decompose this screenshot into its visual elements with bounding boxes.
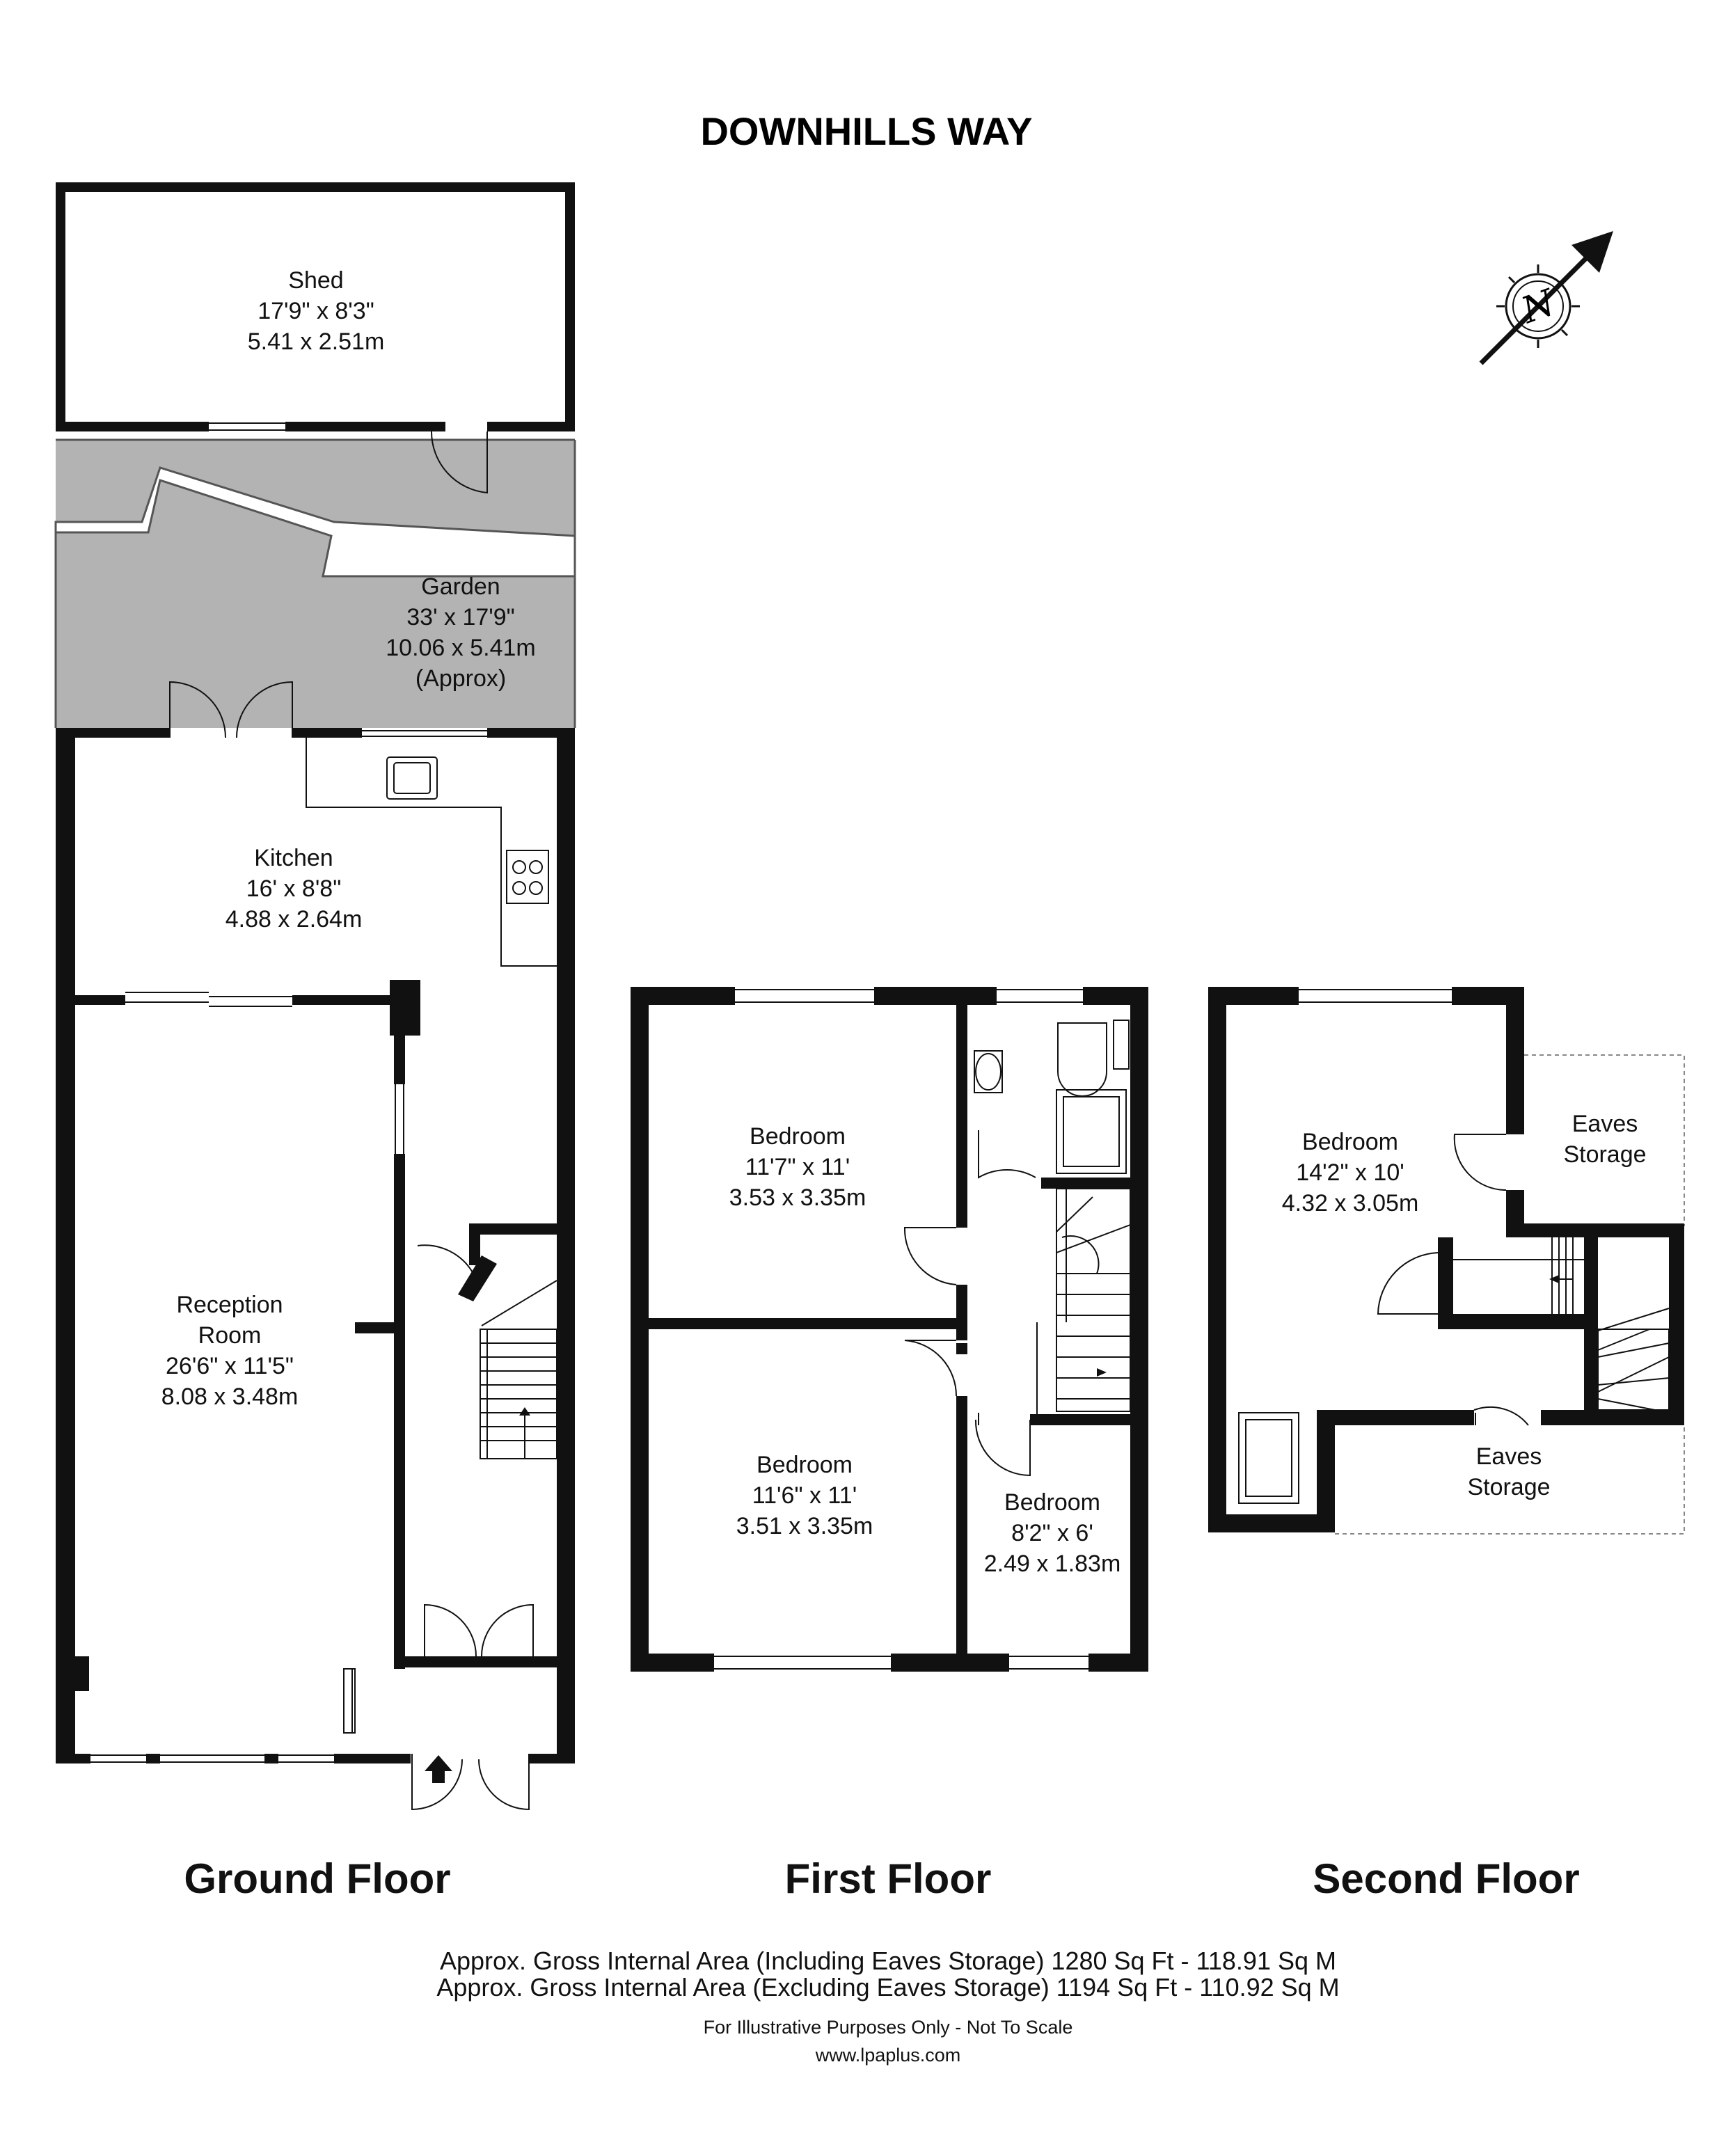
first-floor-plan: Bedroom 11'7" x 11' 3.53 x 3.35m Bedroom…	[631, 987, 1148, 1902]
ff-bedroom1-metric: 3.53 x 3.35m	[729, 1184, 866, 1211]
reception-metric: 8.08 x 3.48m	[161, 1384, 299, 1410]
ff-bedroom3-imperial: 8'2" x 6'	[1011, 1520, 1093, 1546]
plan-title: DOWNHILLS WAY	[700, 109, 1032, 153]
ground-floor-label: Ground Floor	[184, 1855, 450, 1902]
sf-bedroom-metric: 4.32 x 3.05m	[1282, 1190, 1419, 1216]
area-including-eaves: Approx. Gross Internal Area (Including E…	[440, 1947, 1336, 1975]
sf-bedroom-imperial: 14'2" x 10'	[1296, 1159, 1404, 1186]
sf-eaves1-line2: Storage	[1563, 1141, 1646, 1168]
sf-eaves1-line1: Eaves	[1572, 1111, 1638, 1137]
ground-floor-plan: Shed 17'9" x 8'3" 5.41 x 2.51m Garden 33…	[54, 182, 576, 1902]
kitchen-metric: 4.88 x 2.64m	[225, 906, 363, 933]
ff-bedroom2-metric: 3.51 x 3.35m	[736, 1513, 873, 1539]
shed-imperial: 17'9" x 8'3"	[258, 298, 374, 324]
garden-area	[56, 440, 575, 728]
garden-name: Garden	[421, 573, 500, 600]
ff-bedroom3-name: Bedroom	[1004, 1489, 1100, 1516]
ff-bedroom2-imperial: 11'6" x 11'	[752, 1482, 857, 1509]
garden-note: (Approx)	[415, 665, 506, 692]
sf-eaves2-line2: Storage	[1467, 1474, 1550, 1500]
ff-bedroom2-name: Bedroom	[757, 1452, 853, 1478]
area-excluding-eaves: Approx. Gross Internal Area (Excluding E…	[436, 1973, 1339, 2002]
ff-bedroom1-name: Bedroom	[750, 1123, 846, 1150]
sf-bedroom-name: Bedroom	[1302, 1129, 1398, 1155]
shed-name: Shed	[288, 267, 343, 294]
shed-metric: 5.41 x 2.51m	[248, 328, 385, 355]
first-floor-label: First Floor	[785, 1855, 992, 1902]
garden-metric: 10.06 x 5.41m	[386, 635, 535, 661]
kitchen-imperial: 16' x 8'8"	[246, 875, 342, 902]
reception-name-2: Room	[198, 1322, 262, 1349]
second-floor-label: Second Floor	[1313, 1855, 1579, 1902]
website-link[interactable]: www.lpaplus.com	[815, 2045, 961, 2066]
kitchen-name: Kitchen	[254, 845, 333, 871]
reception-imperial: 26'6" x 11'5"	[166, 1353, 294, 1379]
sf-eaves2-line1: Eaves	[1476, 1443, 1542, 1470]
entrance-arrow-icon	[425, 1755, 452, 1783]
shed-door	[430, 431, 488, 494]
north-arrow-icon: N	[1479, 231, 1613, 365]
garden-imperial: 33' x 17'9"	[406, 604, 515, 631]
ff-bedroom3-metric: 2.49 x 1.83m	[984, 1551, 1121, 1577]
ff-bedroom1-imperial: 11'7" x 11'	[745, 1154, 850, 1180]
reception-name: Reception	[176, 1292, 283, 1318]
disclaimer: For Illustrative Purposes Only - Not To …	[704, 2017, 1073, 2038]
second-floor-plan: Bedroom 14'2" x 10' 4.32 x 3.05m Eaves S…	[1208, 987, 1685, 1902]
